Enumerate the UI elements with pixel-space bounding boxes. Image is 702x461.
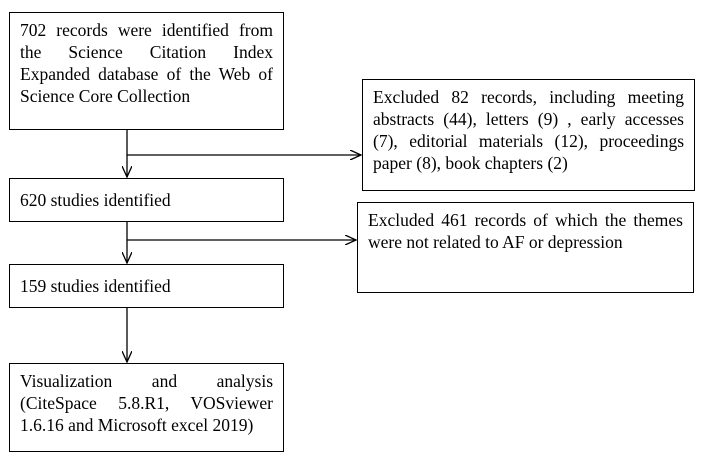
studies-159-text: 159 studies identified [20, 276, 171, 296]
exclusion-82-text: Excluded 82 records, including meeting a… [373, 87, 684, 173]
visualization-analysis-text: Visualization and analysis (CiteSpace 5.… [20, 371, 273, 435]
exclusion-461-box: Excluded 461 records of which the themes… [357, 202, 694, 293]
studies-159-box: 159 studies identified [9, 264, 284, 308]
studies-620-box: 620 studies identified [9, 178, 284, 222]
records-identified-text: 702 records were identified from the Sci… [20, 20, 273, 106]
exclusion-461-text: Excluded 461 records of which the themes… [368, 210, 683, 252]
studies-620-text: 620 studies identified [20, 190, 171, 210]
records-identified-box: 702 records were identified from the Sci… [9, 12, 284, 130]
visualization-analysis-box: Visualization and analysis (CiteSpace 5.… [9, 363, 284, 452]
exclusion-82-box: Excluded 82 records, including meeting a… [362, 79, 695, 191]
